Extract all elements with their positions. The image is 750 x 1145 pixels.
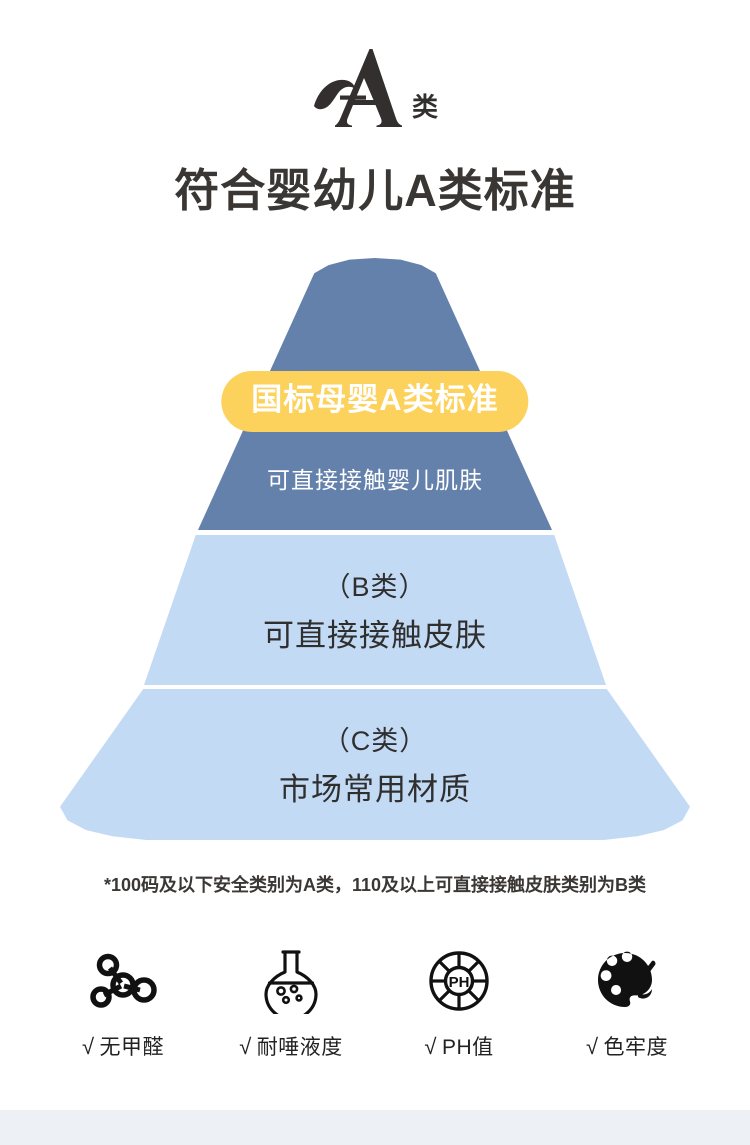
feature-text: 色牢度 — [603, 1036, 669, 1059]
flask-icon — [261, 945, 321, 1017]
tier-b-line1: （B类） — [323, 572, 427, 602]
feature-text: PH值 — [441, 1036, 494, 1059]
footnote-text: *100码及以下安全类别为A类，110及以上可直接接触皮肤类别为B类 — [103, 875, 647, 895]
feature-item-color-fastness: √ 色牢度 — [543, 945, 711, 1061]
feature-label-formaldehyde-free: √ 无甲醛 — [82, 1031, 164, 1061]
check-icon: √ — [81, 1034, 95, 1059]
feature-item-formaldehyde-free: √ 无甲醛 — [39, 945, 207, 1061]
brand-logo: 类 — [0, 48, 750, 130]
feature-label-ph-value: √ PH值 — [424, 1031, 493, 1061]
tier-c-text-block: （C类） 市场常用材质 — [0, 719, 750, 809]
pyramid-tier-b — [144, 535, 606, 685]
check-icon: √ — [424, 1034, 437, 1059]
logo-suffix-label: 类 — [411, 92, 438, 122]
tier-a-badge: 国标母婴A类标准 — [221, 371, 529, 432]
svg-text:PH: PH — [449, 974, 470, 991]
feature-text: 无甲醛 — [99, 1036, 165, 1059]
feature-item-ph-value: PH √ PH值 — [375, 945, 543, 1061]
feature-label-saliva-resistance: √ 耐唾液度 — [239, 1031, 343, 1061]
tier-b-text-block: （B类） 可直接接触皮肤 — [0, 565, 750, 655]
tier-c-line2: 市场常用材质 — [279, 772, 471, 807]
pyramid-tier-c — [60, 689, 690, 840]
stylized-a-leaf-icon — [313, 49, 402, 127]
check-icon: √ — [585, 1034, 599, 1059]
bottom-divider-strip — [0, 1110, 750, 1145]
ph-wheel-icon: PH — [427, 945, 491, 1017]
standards-pyramid: 国标母婴A类标准 可直接接触婴儿肌肤 （B类） 可直接接触皮肤 （C类） 市场常… — [0, 258, 750, 848]
feature-item-saliva-resistance: √ 耐唾液度 — [207, 945, 375, 1061]
feature-text: 耐唾液度 — [256, 1036, 343, 1059]
molecule-icon — [88, 945, 158, 1017]
feature-list: √ 无甲醛 √ 耐唾液度 — [0, 945, 750, 1061]
tier-c-line1: （C类） — [322, 726, 428, 756]
tier-a-subtitle: 可直接接触婴儿肌肤 — [267, 467, 483, 493]
page-title: 符合婴幼儿A类标准 — [174, 165, 576, 216]
check-icon: √ — [239, 1034, 252, 1059]
tier-b-line2: 可直接接触皮肤 — [263, 618, 487, 653]
feature-label-color-fastness: √ 色牢度 — [586, 1031, 668, 1061]
palette-icon — [594, 945, 660, 1017]
